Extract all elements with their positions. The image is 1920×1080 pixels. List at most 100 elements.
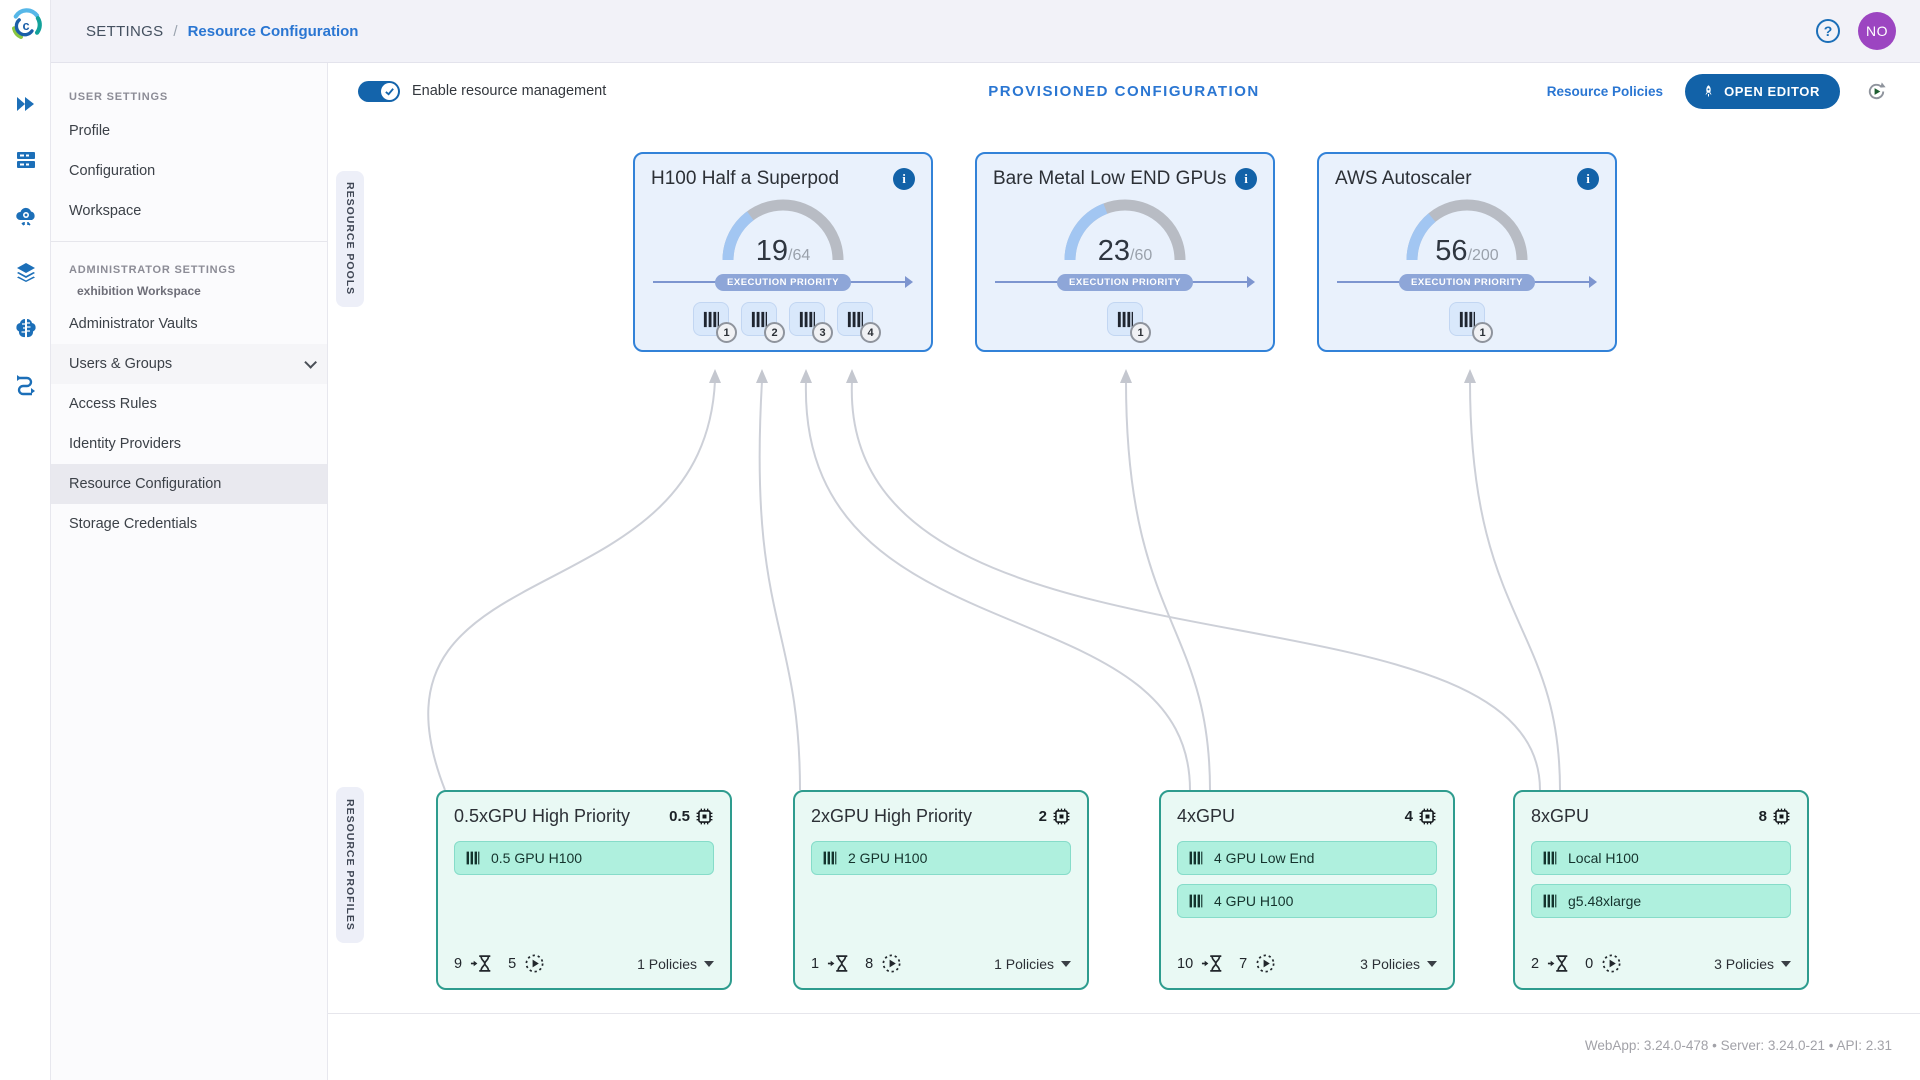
caret-down-icon (704, 960, 714, 967)
sidebar-item-identity-providers[interactable]: Identity Providers (69, 436, 182, 452)
menu-header-user-settings: USER SETTINGS (69, 91, 169, 103)
rocket-icon (1705, 84, 1712, 96)
gpu-count-value: 2 (1038, 808, 1047, 825)
queue-icon[interactable]: 3 (789, 302, 833, 343)
pool-card-bare-metal-low-end[interactable]: Bare Metal Low END GPUs i 23/60 EXECUTIO… (975, 152, 1275, 352)
arrow-right-icon (905, 276, 913, 288)
queue-priority-badge: 2 (764, 322, 785, 343)
barcode-icon (1543, 851, 1557, 865)
queue-priority-badge: 4 (860, 322, 881, 343)
arrow-right-icon (1589, 276, 1597, 288)
gpu-count-value: 8 (1758, 808, 1767, 825)
profile-queue-chip[interactable]: g5.48xlarge (1531, 884, 1791, 918)
queue-icon[interactable]: 1 (1449, 302, 1493, 343)
profile-queue-chip[interactable]: Local H100 (1531, 841, 1791, 875)
queue-icon[interactable]: 2 (741, 302, 785, 343)
policies-dropdown[interactable]: 3 Policies (1714, 956, 1791, 972)
pool-used-count: 23 (1097, 235, 1130, 267)
toggle-label: Enable resource management (412, 83, 607, 99)
topbar: SETTINGS / Resource Configuration ? NO (51, 0, 1920, 63)
sidebar-item-resource-configuration[interactable]: Resource Configuration (51, 464, 327, 504)
queue-priority-badge: 1 (1130, 322, 1151, 343)
resource-policies-link[interactable]: Resource Policies (1546, 83, 1664, 99)
pending-jobs-icon (1547, 954, 1571, 973)
queue-icon[interactable]: 1 (693, 302, 737, 343)
info-icon[interactable]: i (1235, 168, 1257, 190)
profile-card-05xgpu-high-priority[interactable]: 0.5xGPU High Priority 0.5 0.5 GPU H100 9… (436, 790, 732, 990)
caret-down-icon (1061, 960, 1071, 967)
info-icon[interactable]: i (893, 168, 915, 190)
running-jobs-icon (524, 953, 545, 974)
running-count: 5 (508, 955, 517, 972)
running-jobs-icon (1601, 953, 1622, 974)
policies-dropdown[interactable]: 1 Policies (637, 956, 714, 972)
sidebar-item-workspace[interactable]: Workspace (69, 203, 142, 219)
profile-queue-chip[interactable]: 0.5 GPU H100 (454, 841, 714, 875)
barcode-icon (823, 851, 837, 865)
getting-started-icon[interactable] (13, 91, 39, 117)
profile-queue-chip[interactable]: 4 GPU H100 (1177, 884, 1437, 918)
pending-count: 10 (1177, 955, 1194, 972)
barcode-icon (751, 311, 767, 327)
running-jobs-icon (1255, 953, 1276, 974)
execution-priority-axis: EXECUTION PRIORITY (1335, 273, 1599, 291)
profile-queue-chip[interactable]: 4 GPU Low End (1177, 841, 1437, 875)
settings-menu: USER SETTINGS Profile Configuration Work… (51, 63, 328, 1080)
pool-usage-gauge: 56/200 (1397, 194, 1537, 267)
running-count: 7 (1239, 955, 1248, 972)
profile-title: 0.5xGPU High Priority (454, 806, 631, 826)
auto-refresh-icon[interactable] (1862, 77, 1890, 105)
cloud-autoscaler-icon[interactable] (13, 203, 39, 229)
clearml-logo[interactable]: c (9, 8, 43, 42)
pool-card-aws-autoscaler[interactable]: AWS Autoscaler i 56/200 EXECUTION PRIORI… (1317, 152, 1617, 352)
caret-down-icon (1427, 960, 1437, 967)
main-content: Enable resource management PROVISIONED C… (328, 63, 1920, 1080)
sidebar-item-access-rules[interactable]: Access Rules (69, 396, 157, 412)
barcode-icon (799, 311, 815, 327)
sidebar-item-users-groups[interactable]: Users & Groups (51, 344, 327, 384)
profile-queue-chip[interactable]: 2 GPU H100 (811, 841, 1071, 875)
pipelines-flow-icon[interactable] (13, 371, 39, 397)
queue-priority-badge: 1 (716, 322, 737, 343)
execution-priority-axis: EXECUTION PRIORITY (993, 273, 1257, 291)
pool-card-h100-half-superpod[interactable]: H100 Half a Superpod i 19/64 EXECUTION P… (633, 152, 933, 352)
info-icon[interactable]: i (1577, 168, 1599, 190)
execution-priority-label: EXECUTION PRIORITY (1399, 273, 1535, 291)
gpu-chip-icon (1053, 808, 1070, 825)
workers-queues-icon[interactable] (13, 147, 39, 173)
queue-priority-badge: 3 (812, 322, 833, 343)
svg-text:c: c (22, 18, 29, 33)
queue-icon[interactable]: 4 (837, 302, 881, 343)
barcode-icon (1543, 894, 1557, 908)
running-count: 8 (865, 955, 874, 972)
profile-card-2xgpu-high-priority[interactable]: 2xGPU High Priority 2 2 GPU H100 1 8 (793, 790, 1089, 990)
queue-icon[interactable]: 1 (1107, 302, 1151, 343)
avatar[interactable]: NO (1858, 12, 1896, 50)
ai-gateway-brain-icon[interactable] (13, 315, 39, 341)
sidebar-item-storage-credentials[interactable]: Storage Credentials (69, 516, 198, 532)
gpu-chip-icon (1419, 808, 1436, 825)
help-icon[interactable]: ? (1816, 19, 1840, 43)
breadcrumb-settings[interactable]: SETTINGS (86, 22, 164, 40)
execution-priority-label: EXECUTION PRIORITY (1057, 273, 1193, 291)
page-title: PROVISIONED CONFIGURATION (988, 82, 1260, 100)
barcode-icon (466, 851, 480, 865)
pool-total-count: /64 (788, 247, 811, 264)
reports-layers-icon[interactable] (13, 259, 39, 285)
barcode-icon (703, 311, 719, 327)
running-jobs-icon (881, 953, 902, 974)
pool-used-count: 56 (1435, 235, 1468, 267)
open-editor-button[interactable]: OPEN EDITOR (1685, 73, 1840, 109)
execution-priority-label: EXECUTION PRIORITY (715, 273, 851, 291)
policies-dropdown[interactable]: 3 Policies (1360, 956, 1437, 972)
barcode-icon (1189, 894, 1203, 908)
enable-resource-management-toggle[interactable] (358, 80, 400, 102)
pool-title: H100 Half a Superpod (651, 168, 840, 189)
sidebar-item-administrator-vaults[interactable]: Administrator Vaults (69, 316, 198, 332)
policies-dropdown[interactable]: 1 Policies (994, 956, 1071, 972)
sidebar-item-configuration[interactable]: Configuration (69, 163, 156, 179)
sidebar-item-profile[interactable]: Profile (69, 123, 111, 139)
profile-card-4xgpu[interactable]: 4xGPU 4 4 GPU Low End 4 GPU H100 10 (1159, 790, 1455, 990)
profile-card-8xgpu[interactable]: 8xGPU 8 Local H100 g5.48xlarge 2 (1513, 790, 1809, 990)
